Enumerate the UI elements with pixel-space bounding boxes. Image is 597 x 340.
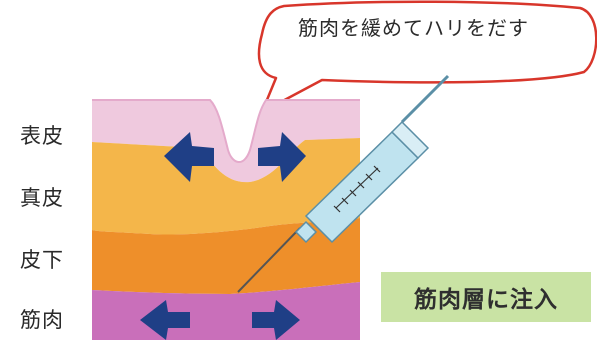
left-arrow-lower — [140, 300, 190, 340]
label-subcutis: 皮下 — [20, 248, 64, 272]
syringe-needle — [237, 227, 301, 293]
right-arrow-upper — [258, 132, 306, 182]
subcutis-layer — [92, 218, 360, 294]
injection-badge: 筋肉層に注入 — [381, 272, 591, 322]
skin-surface-line — [92, 99, 360, 163]
badge-text: 筋肉層に注入 — [414, 287, 558, 313]
syringe-plunger — [400, 74, 450, 124]
right-arrow-lower — [252, 300, 300, 340]
epidermis-layer — [92, 100, 360, 183]
syringe — [237, 74, 450, 293]
syringe-hub — [294, 220, 318, 244]
label-muscle: 筋肉 — [20, 308, 64, 332]
syringe-scale — [333, 165, 381, 213]
label-epidermis: 表皮 — [20, 124, 64, 148]
callout-text: 筋肉を緩めてハリをだす — [298, 16, 529, 40]
syringe-flange — [390, 120, 430, 160]
left-arrow-upper — [164, 132, 214, 182]
label-dermis: 真皮 — [20, 186, 64, 210]
speech-bubble — [257, 0, 597, 114]
